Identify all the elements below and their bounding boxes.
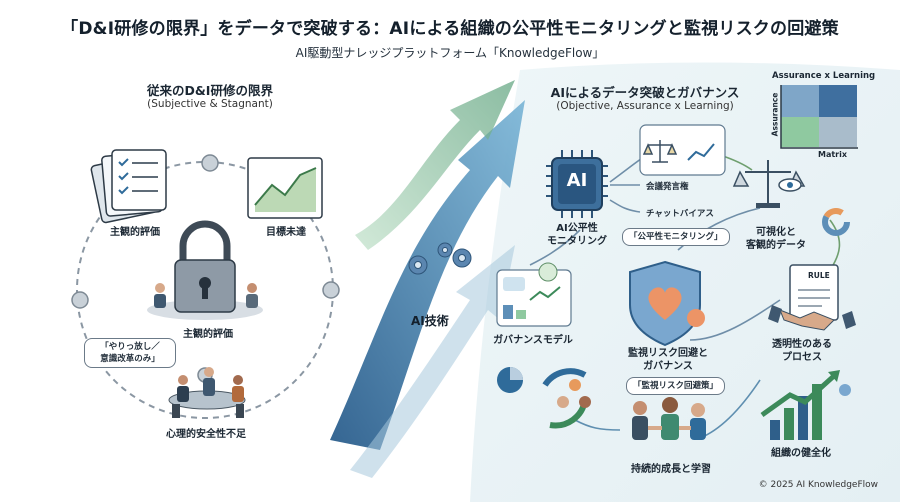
surveillance-risk-line-2: ガバナンス	[643, 361, 693, 372]
meeting-speech-label: 会議発言権	[646, 182, 689, 192]
ai-chip-text: AI	[566, 170, 588, 191]
growth-arrow-light	[355, 80, 515, 250]
risk-avoidance-bubble: 「監視リスク回避策」	[626, 377, 726, 395]
label-goal-unmet: 目標未達	[266, 227, 306, 238]
page-title: 「D&I研修の限界」をデータで突破する：AIによる組織の公平性モニタリングと監視…	[61, 19, 839, 39]
left-subheading: (Subjective & Stagnant)	[147, 98, 273, 110]
growth-bars-icon	[760, 370, 851, 440]
cycle-node	[71, 291, 89, 309]
matrix-y-label: Assurance	[770, 92, 780, 137]
label-psych-safety: 心理的安全性不足	[166, 429, 246, 440]
visualization-line-2: 客観的データ	[746, 240, 806, 251]
right-heading: AIによるデータ突破とガバナンス	[550, 85, 740, 100]
matrix-title: Assurance x Learning	[772, 71, 876, 81]
bubble-line-2: 意識改革のみ」	[100, 354, 160, 364]
speech-bubble-left: 「やりっ放し／ 意識改革のみ」	[84, 338, 176, 368]
checklist-documents-icon	[90, 149, 167, 224]
ai-fairness-monitoring-label: AI公平性 モニタリング	[540, 222, 614, 248]
balance-chart-card	[639, 124, 726, 176]
cycle-node	[201, 154, 219, 172]
rule-text: RULE	[808, 271, 830, 280]
transparent-process-label: 透明性のある プロセス	[760, 338, 844, 364]
gear-icon	[408, 242, 472, 275]
matrix-x-label: Matrix	[818, 150, 848, 159]
right-subheading: (Objective, Assurance x Learning)	[556, 100, 734, 112]
transparent-line-2: プロセス	[782, 352, 822, 363]
surveillance-risk-label: 監視リスク回避と ガバナンス	[620, 347, 716, 373]
rule-handshake-icon	[768, 264, 856, 331]
assurance-learning-matrix	[780, 85, 858, 149]
padlock-meeting-icon	[147, 220, 263, 320]
ai-chip-icon	[546, 150, 608, 218]
fairness-monitoring-bubble: 「公平性モニタリング」	[622, 228, 730, 246]
label-subjective-eval-center: 主観的評価	[183, 329, 233, 340]
surveillance-risk-line-1: 監視リスク回避と	[628, 348, 708, 359]
donut-chart-icon	[822, 208, 850, 236]
team-meeting-icon	[168, 367, 246, 418]
shield-heart-icon	[629, 260, 705, 347]
sustainable-growth-label: 持続的成長と学習	[631, 464, 711, 475]
pie-chart-icon	[497, 367, 523, 393]
left-heading: 従来のD&I研修の限界	[147, 83, 273, 98]
visualization-line-1: 可視化と	[756, 227, 796, 238]
chat-bias-label: チャットバイアス	[646, 209, 714, 219]
bubble-line-1: 「やりっ放し／	[100, 342, 160, 352]
collaboration-people-icon	[632, 397, 706, 440]
ai-technology-label: AI技術	[411, 314, 449, 328]
governance-model-label: ガバナンスモデル	[493, 335, 573, 346]
rising-chart-icon	[247, 157, 323, 219]
cycle-people-icon	[542, 368, 591, 429]
growth-arrow-blue	[330, 100, 525, 450]
healthy-org-label: 組織の健全化	[771, 448, 831, 459]
dashboard-card	[496, 262, 572, 327]
label-subjective-eval: 主観的評価	[110, 227, 160, 238]
ai-fairness-line-2: モニタリング	[547, 236, 607, 247]
scales-eye-icon	[732, 160, 806, 208]
ai-fairness-line-1: AI公平性	[556, 223, 598, 234]
visualization-label: 可視化と 客観的データ	[738, 226, 814, 252]
copyright-footer: © 2025 AI KnowledgeFlow	[758, 480, 878, 490]
transparent-line-1: 透明性のある	[772, 339, 832, 350]
cycle-node	[322, 281, 340, 299]
page-subtitle: AI駆動型ナレッジプラットフォーム「KnowledgeFlow」	[295, 46, 605, 60]
growth-arrow-lower	[350, 245, 515, 478]
